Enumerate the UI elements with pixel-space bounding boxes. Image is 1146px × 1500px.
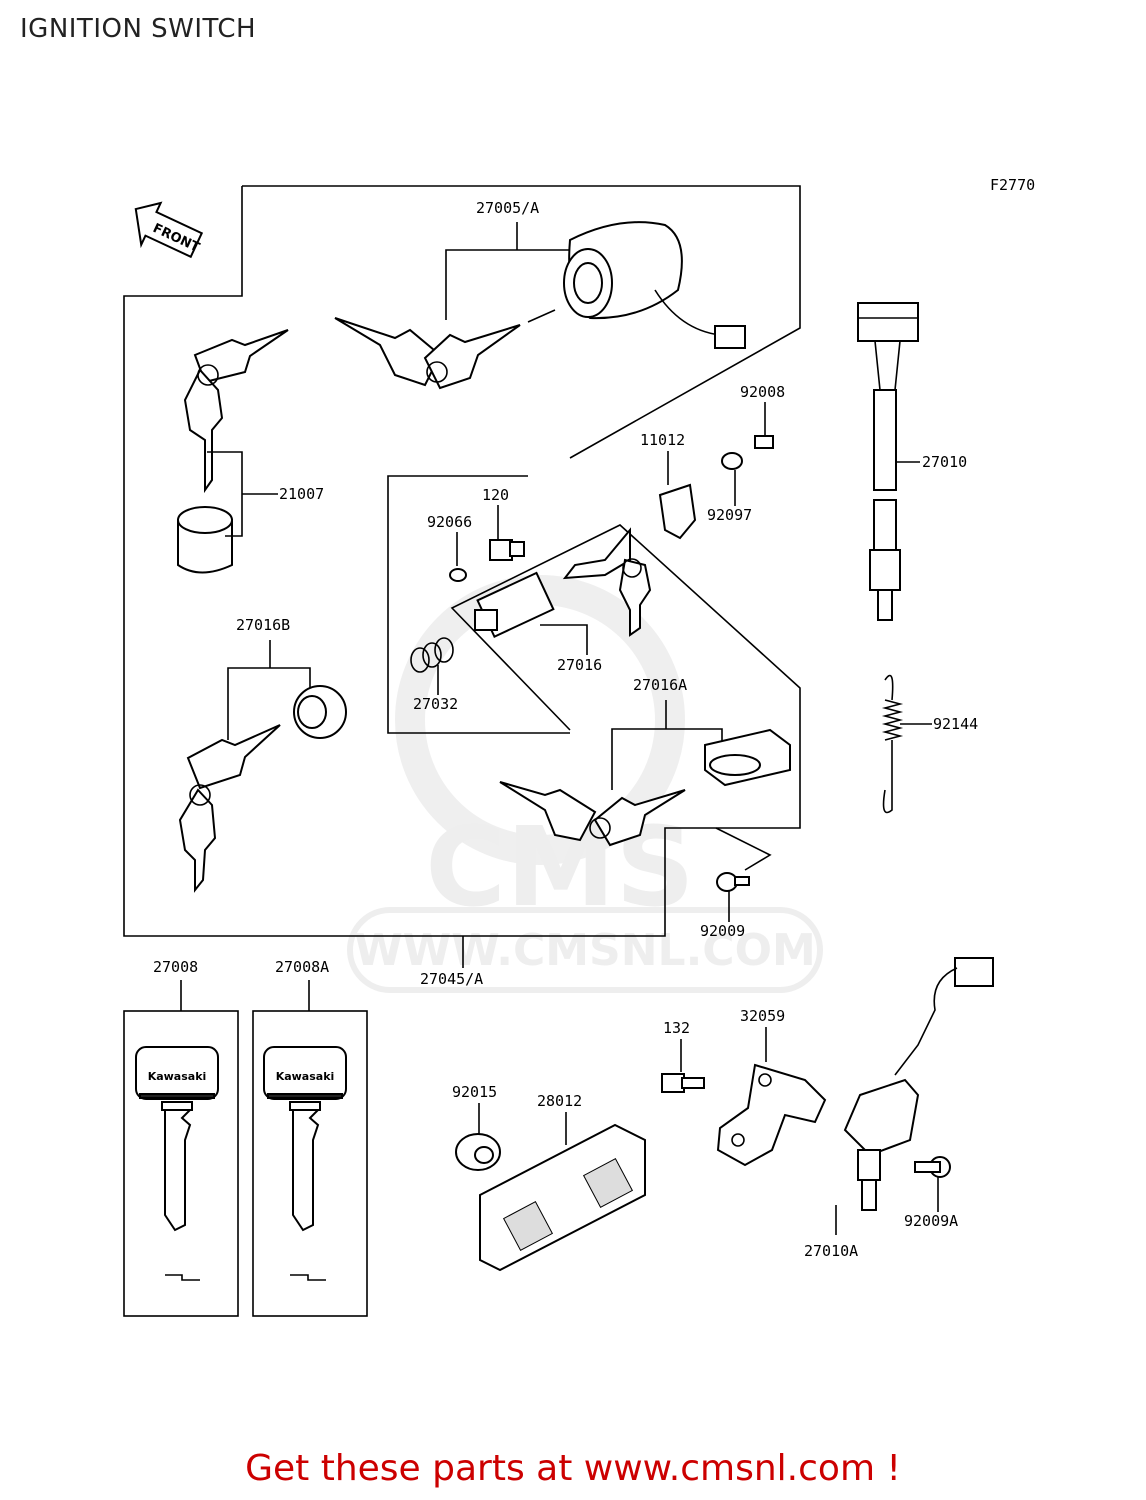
label-92144: 92144 bbox=[933, 715, 978, 733]
connector-27010 bbox=[857, 302, 919, 621]
pin-92066 bbox=[449, 568, 467, 582]
label-11012: 11012 bbox=[640, 431, 685, 449]
screw-92009A bbox=[914, 1156, 951, 1178]
parts-diagram: CMS WWW.CMSNL.COM FRONT F2770 27005/A bbox=[123, 176, 1035, 1317]
nut-92015 bbox=[455, 1133, 501, 1171]
switch-27010A bbox=[843, 957, 994, 1211]
spring-92144 bbox=[881, 674, 904, 814]
label-132: 132 bbox=[663, 1019, 690, 1037]
footer-cta-link[interactable]: Get these parts at www.cmsnl.com ! bbox=[245, 1448, 901, 1489]
figure-code: F2770 bbox=[990, 176, 1035, 194]
key-blank-27008: Kawasaki bbox=[135, 1046, 219, 1281]
screw-92008 bbox=[754, 435, 774, 449]
seat-lock-27016B bbox=[293, 685, 347, 739]
label-92015: 92015 bbox=[452, 1083, 497, 1101]
label-27010A: 27010A bbox=[804, 1242, 858, 1260]
key-brand-27008A: Kawasaki bbox=[276, 1070, 335, 1083]
label-120: 120 bbox=[482, 486, 509, 504]
reflector-28012 bbox=[479, 1123, 646, 1272]
key-brand-27008: Kawasaki bbox=[148, 1070, 207, 1083]
bolt-120 bbox=[489, 539, 525, 561]
lock-cap bbox=[177, 506, 233, 574]
label-92066: 92066 bbox=[427, 513, 472, 531]
label-27032: 27032 bbox=[413, 695, 458, 713]
label-92009A: 92009A bbox=[904, 1212, 958, 1230]
spring-27032 bbox=[410, 637, 454, 673]
assembly-frame bbox=[242, 185, 801, 459]
key-blank-27008A: Kawasaki bbox=[263, 1046, 347, 1281]
label-27005A: 27005/A bbox=[476, 199, 539, 217]
label-27016A: 27016A bbox=[633, 676, 687, 694]
assembly-frame-left bbox=[123, 186, 801, 937]
screw-92009 bbox=[716, 872, 750, 892]
watermark: CMS WWW.CMSNL.COM bbox=[347, 575, 823, 993]
sub-frame bbox=[387, 475, 570, 734]
watermark-url: WWW.CMSNL.COM bbox=[354, 925, 816, 976]
bracket-32059 bbox=[716, 1063, 827, 1167]
key-pair-27005 bbox=[334, 317, 521, 390]
label-27016: 27016 bbox=[557, 656, 602, 674]
cylinder-27016 bbox=[474, 571, 555, 638]
label-27008A: 27008A bbox=[275, 958, 329, 976]
label-92097: 92097 bbox=[707, 506, 752, 524]
key-card-27008 bbox=[123, 1010, 239, 1317]
key-pair-27016 bbox=[562, 527, 652, 637]
lock-27016A bbox=[704, 728, 791, 787]
ignition-switch-body bbox=[563, 221, 746, 349]
label-27008: 27008 bbox=[153, 958, 198, 976]
label-21007: 21007 bbox=[279, 485, 324, 503]
key-pair-27016A bbox=[499, 781, 686, 847]
washer-92097 bbox=[721, 452, 743, 470]
label-28012: 28012 bbox=[537, 1092, 582, 1110]
page-title: IGNITION SWITCH bbox=[20, 14, 257, 44]
label-27045A: 27045/A bbox=[420, 970, 483, 988]
key-card-27008A bbox=[252, 1010, 368, 1317]
label-92009: 92009 bbox=[700, 922, 745, 940]
label-92008: 92008 bbox=[740, 383, 785, 401]
front-arrow-icon: FRONT bbox=[134, 201, 204, 259]
plate-11012 bbox=[658, 483, 697, 540]
label-27010: 27010 bbox=[922, 453, 967, 471]
label-32059: 32059 bbox=[740, 1007, 785, 1025]
label-27016B: 27016B bbox=[236, 616, 290, 634]
key-pair-27016B bbox=[178, 724, 281, 893]
bolt-132 bbox=[661, 1073, 705, 1093]
key-pair-21007 bbox=[183, 329, 289, 494]
